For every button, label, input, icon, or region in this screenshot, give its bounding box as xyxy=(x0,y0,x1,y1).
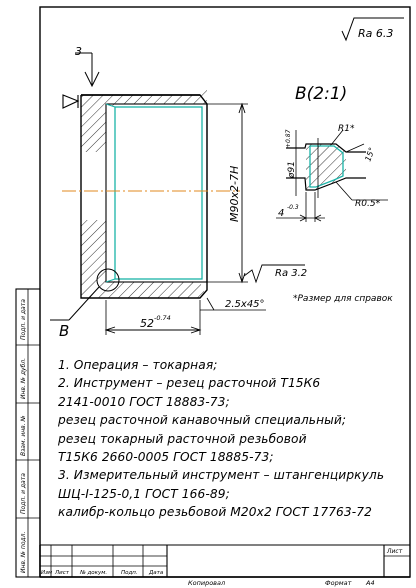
technical-notes: 1. Операция – токарная; 2. Инструмент – … xyxy=(58,356,398,522)
thread-dimension: M90x2-7H xyxy=(207,102,248,284)
note-line: резец расточной канавочный специальный; xyxy=(58,413,347,428)
title-block: Изм Лист № докум. Подп. Дата Лист Копиро… xyxy=(40,544,410,587)
reference-note: *Размер для справок xyxy=(293,294,393,304)
detail-title: B(2:1) xyxy=(295,84,347,104)
groove-diameter: ø91 xyxy=(287,161,297,179)
tb-col-sign: Подп. xyxy=(121,570,138,576)
length-tolerance: -0.74 xyxy=(154,314,171,322)
roughness-bore-text: Ra 3.2 xyxy=(275,268,307,279)
tb-col-sheet: Лист xyxy=(54,570,70,576)
tb-format-value: А4 xyxy=(365,579,375,587)
length-value: 52 xyxy=(140,317,154,330)
roughness-corner-text: Ra 6.3 xyxy=(358,27,393,40)
stamp-orig-inv: Инв. № подл. xyxy=(20,532,27,573)
roughness-bore: Ra 3.2 xyxy=(243,264,307,284)
section-label: B xyxy=(59,322,69,340)
note-line: 1. Операция – токарная; xyxy=(58,358,218,372)
groove-diameter-tol: +0.87 xyxy=(285,129,292,148)
tb-col-change: Изм xyxy=(41,570,52,576)
tb-copied: Копировал xyxy=(188,579,225,587)
support-triangle xyxy=(62,94,80,109)
detail-circle xyxy=(96,268,120,292)
stamp-replace-inv: Взам. инв. № xyxy=(20,415,27,456)
groove-angle: 15° xyxy=(363,146,376,162)
length-dimension: 52 -0.74 xyxy=(104,300,202,335)
side-stamp: Подп. и дата Инв. № дубл. Взам. инв. № П… xyxy=(15,288,41,578)
detail-view: B(2:1) ø91 +0.87 R1* 15° R0.5* 4 -0.3 xyxy=(276,84,388,222)
note-line: резец токарный расточной резьбовой xyxy=(58,431,307,446)
note-line: 2. Инструмент – резец расточной Т15К6 xyxy=(58,376,321,391)
radius-bottom: R0.5* xyxy=(355,199,381,209)
note-line: ШЦ-I-125-0,1 ГОСТ 166-89; xyxy=(58,486,230,501)
chamfer-dimension: 2.5x45° xyxy=(200,297,266,311)
surface-number: 3 xyxy=(75,45,82,58)
tb-col-date: Дата xyxy=(148,570,164,576)
note-line: 3. Измерительный инструмент – штангенцир… xyxy=(58,468,385,483)
note-line: калибр-кольцо резьбовой М20х2 ГОСТ 17763… xyxy=(58,505,372,520)
note-line: Т15К6 2660-0005 ГОСТ 18885-73; xyxy=(58,450,274,465)
thread-size: M90x2-7H xyxy=(228,166,241,222)
tb-format: Формат xyxy=(325,579,352,587)
stamp-sign-date-1: Подп. и дата xyxy=(20,299,27,340)
groove-width-tol: -0.3 xyxy=(287,204,299,211)
tb-col-docnum: № докум. xyxy=(79,570,107,576)
part-section: 3 B xyxy=(50,45,240,340)
radius-top: R1* xyxy=(338,124,355,134)
stamp-sign-date-2: Подп. и дата xyxy=(20,473,27,514)
stamp-dup-inv: Инв. № дубл. xyxy=(20,358,27,399)
note-line: 2141-0010 ГОСТ 18883-73; xyxy=(58,394,230,409)
chamfer-text: 2.5x45° xyxy=(225,299,265,310)
tb-sheet-label: Лист xyxy=(386,548,403,555)
roughness-corner-symbol: Ra 6.3 xyxy=(341,17,404,42)
groove-width: 4 xyxy=(278,208,284,219)
